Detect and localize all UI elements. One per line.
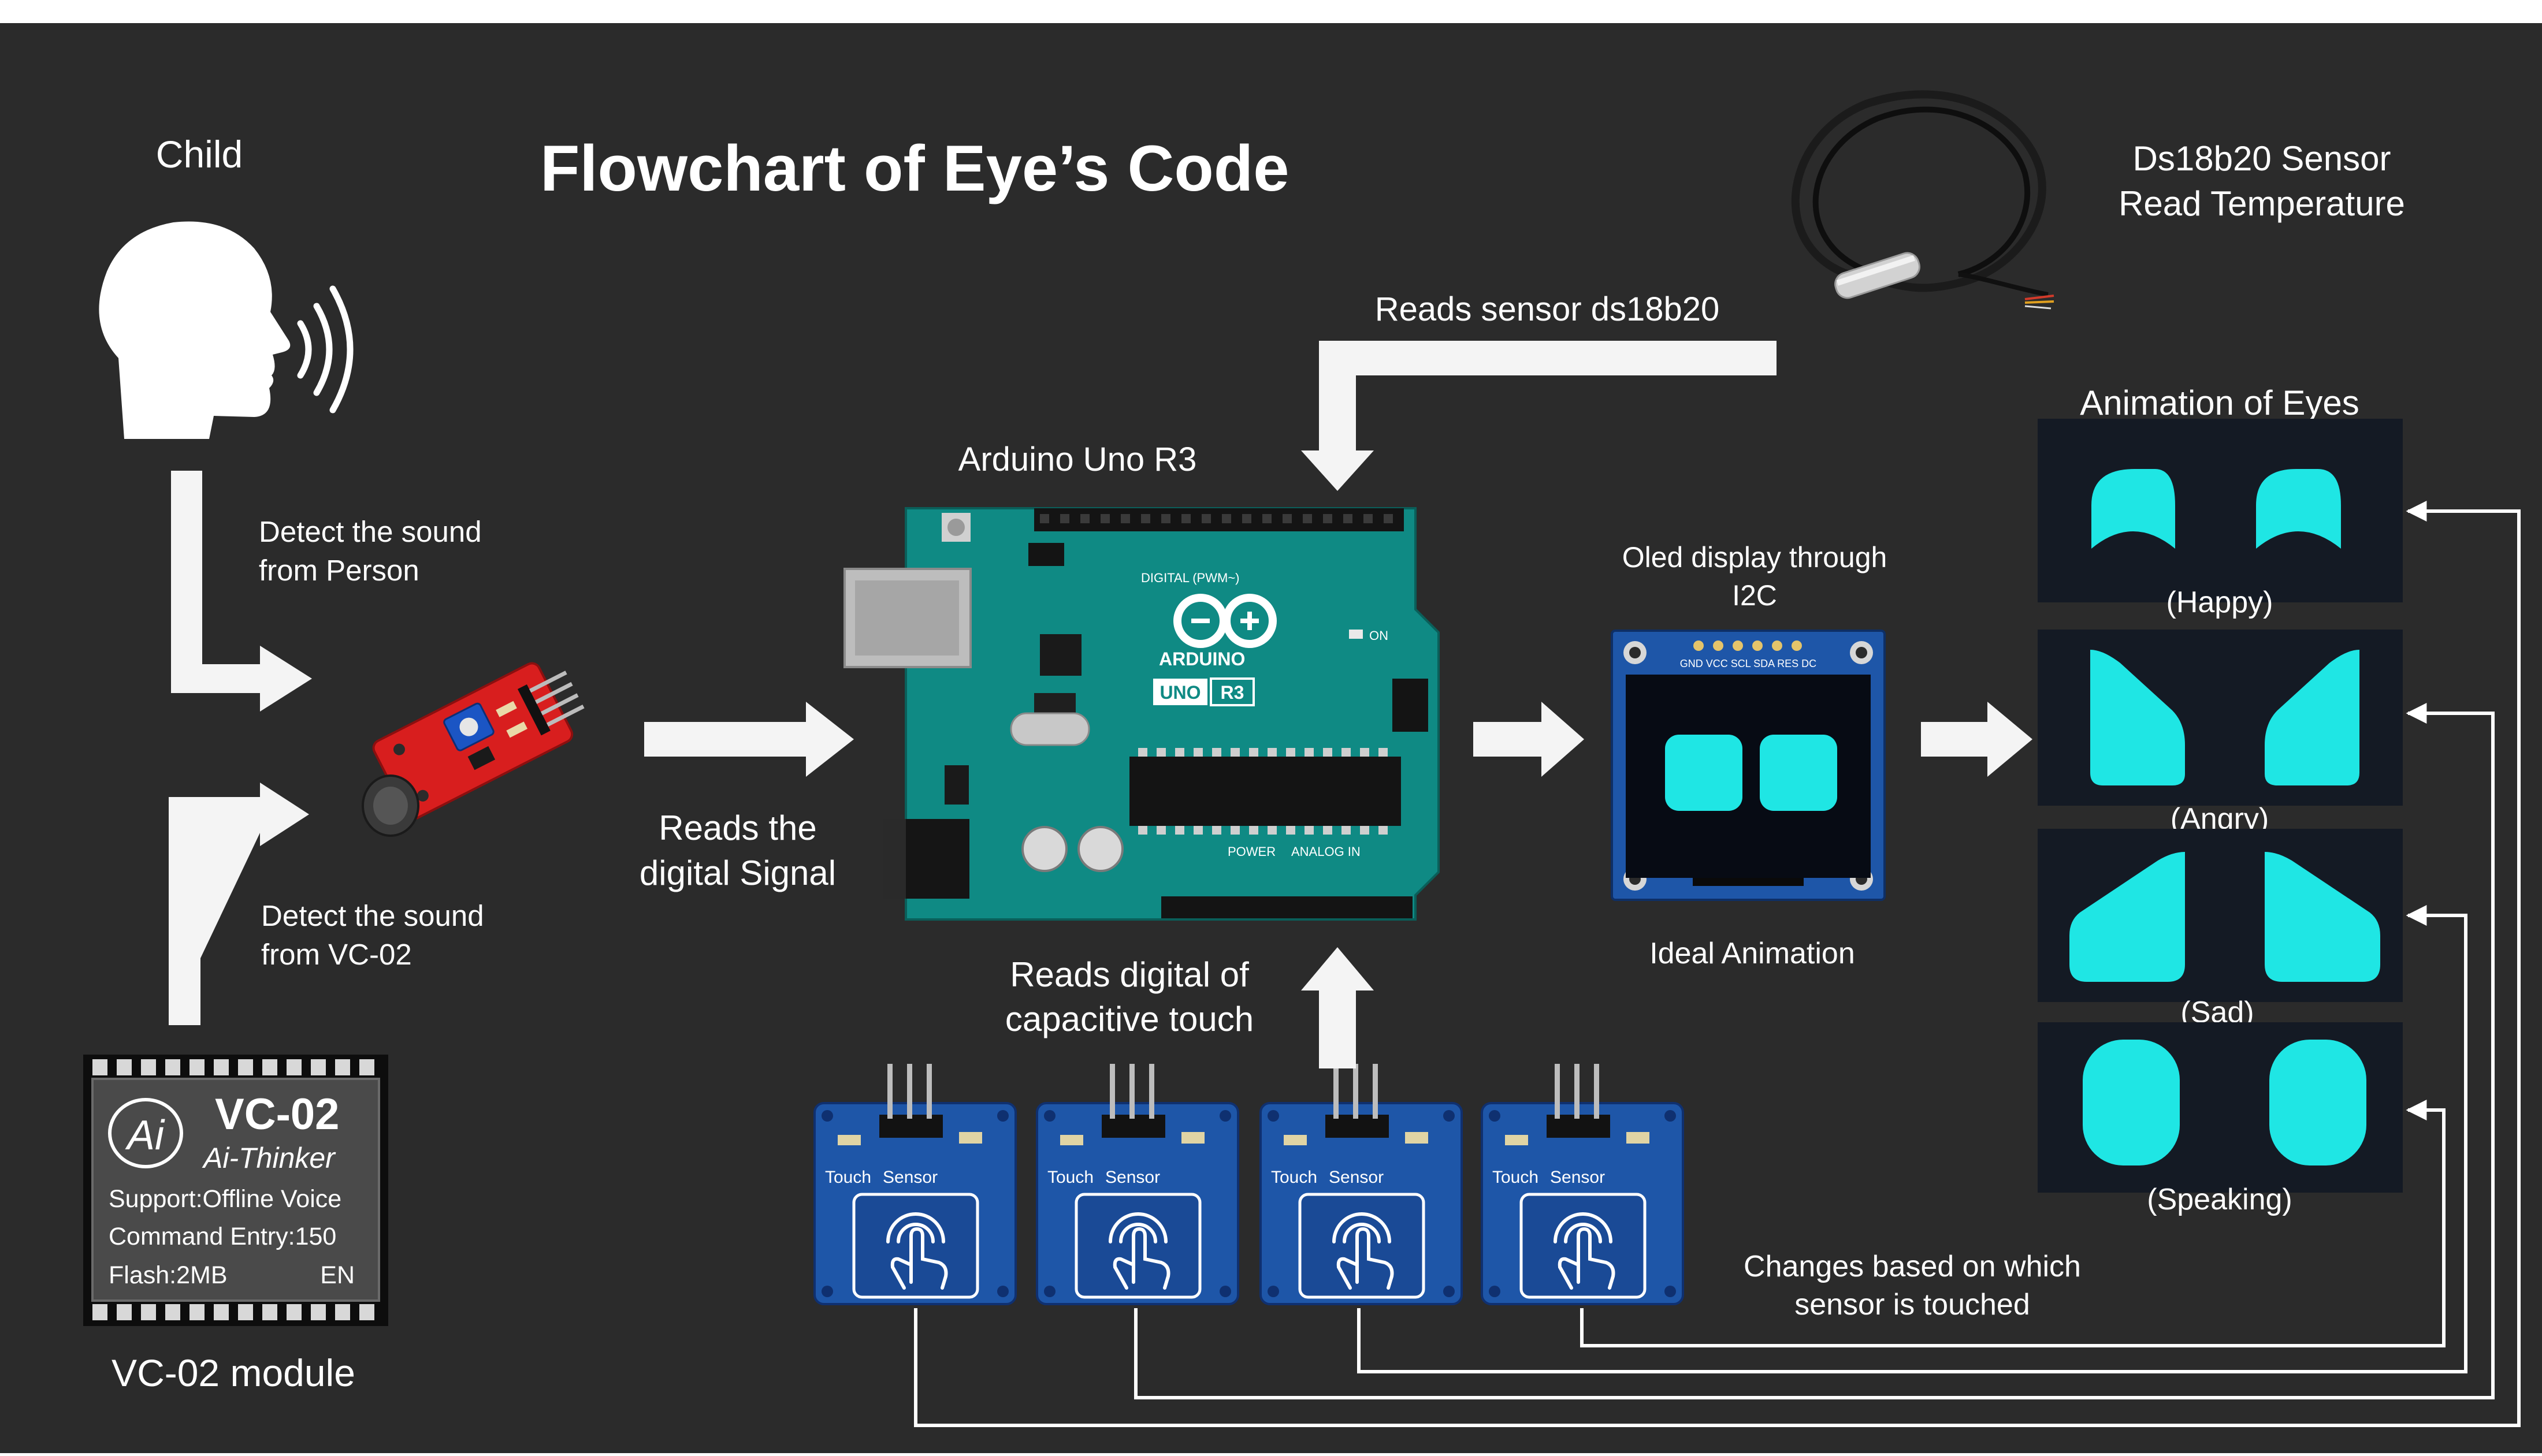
oled-label-line2: I2C	[1732, 579, 1777, 612]
r3-text: R3	[1221, 682, 1244, 703]
line-sensor1-to-happy	[914, 501, 2521, 1427]
vc02-flash: Flash:2MB	[109, 1261, 228, 1289]
touch-finger-icon	[886, 1212, 948, 1290]
touch-finger-icon	[1109, 1212, 1170, 1290]
touch-sensor-1: Touch Sensor	[813, 1064, 1017, 1305]
detect-person-line1: Detect the sound	[259, 515, 482, 548]
eye-panel-happy	[2038, 419, 2403, 602]
digital-label: DIGITAL (PWM~)	[1141, 571, 1240, 585]
arrow-arduino-to-oled	[1473, 702, 1584, 777]
digital-header	[1034, 508, 1404, 531]
touch-label-a: Touch	[1271, 1168, 1317, 1187]
vc02-brand: Ai-Thinker	[202, 1142, 336, 1174]
touch-finger-icon	[1332, 1212, 1394, 1290]
touch-sensor-3: Touch Sensor	[1259, 1064, 1463, 1305]
emotion-speaking-label: (Speaking)	[2147, 1183, 2292, 1216]
digital-header-pins	[1040, 514, 1393, 523]
sound-sensor-module	[362, 662, 585, 837]
vc02-support: Support:Offline Voice	[109, 1185, 341, 1213]
arrow-oled-to-eyes	[1921, 702, 2032, 777]
vc02-en: EN	[320, 1261, 355, 1289]
detect-vc-line1: Detect the sound	[261, 899, 484, 932]
touch-label-b: Sensor	[883, 1168, 938, 1187]
reads-touch-line2: capacitive touch	[1005, 1000, 1254, 1038]
changes-line2: sensor is touched	[1794, 1288, 2030, 1321]
changes-line1: Changes based on which	[1744, 1250, 2081, 1283]
reads-digital-line1: Reads the	[659, 809, 817, 847]
atmega-chip-pins	[1138, 748, 1388, 835]
oled-right-eye	[1760, 735, 1837, 811]
reads-digital-line2: digital Signal	[640, 854, 836, 892]
oled-display: GND VCC SCL SDA RES DC	[1611, 630, 1886, 901]
top-white-strip	[0, 0, 2542, 23]
touch-sensor-4: Touch Sensor	[1481, 1064, 1684, 1305]
line-sensor2-to-angry	[1134, 703, 2495, 1399]
arduino-uno-board: DIGITAL (PWM~) ARDUINO UNO R3 ON	[843, 507, 1440, 921]
child-label: Child	[156, 133, 243, 176]
arrow-ds18b20-to-arduino	[1301, 341, 1777, 491]
touch-label-a: Touch	[1492, 1168, 1538, 1187]
eye-panel-speaking	[2038, 1022, 2403, 1193]
touch-label-a: Touch	[1047, 1168, 1094, 1187]
uno-text: UNO	[1159, 682, 1201, 703]
vc02-pins-top	[92, 1059, 374, 1075]
vc02-logo-text: Ai	[125, 1112, 165, 1159]
detect-vc-line2: from VC-02	[261, 938, 412, 971]
arrow-touch-to-arduino	[1301, 947, 1374, 1068]
arduino-label: Arduino Uno R3	[958, 441, 1197, 478]
touch-label-a: Touch	[825, 1168, 871, 1187]
head-silhouette-icon	[99, 221, 291, 439]
analog-label: ANALOG IN	[1291, 844, 1361, 859]
power-header	[1161, 896, 1311, 918]
oled-pins	[1693, 641, 1802, 651]
atmega-chip	[1129, 757, 1401, 826]
vc02-module: Ai VC-02 Ai-Thinker Support:Offline Voic…	[83, 1055, 388, 1326]
line-sensor3-to-sad	[1357, 905, 2467, 1373]
vc02-pins-bottom	[92, 1304, 374, 1320]
vc02-name: VC-02	[215, 1090, 339, 1139]
arrow-vc02-to-mic-shaft	[169, 797, 260, 1025]
eye-panel-angry	[2038, 630, 2403, 806]
diagram-title: Flowchart of Eye’s Code	[540, 132, 1289, 204]
power-label: POWER	[1228, 844, 1276, 859]
animation-title: Animation of Eyes	[2080, 383, 2359, 422]
arduino-logo-icon	[1173, 594, 1277, 648]
reads-ds18b20-label: Reads sensor ds18b20	[1375, 291, 1720, 328]
vc02-command: Command Entry:150	[109, 1223, 336, 1250]
vc02-module-label: VC-02 module	[112, 1351, 355, 1394]
line-sensor4-to-speaking	[1580, 1100, 2446, 1347]
emotion-happy-label: (Happy)	[2166, 586, 2273, 619]
ideal-animation-label: Ideal Animation	[1649, 937, 1855, 970]
arduino-logo-word: ARDUINO	[1159, 649, 1245, 669]
ds18b20-action: Read Temperature	[2119, 184, 2405, 223]
on-led-label: ON	[1369, 628, 1388, 643]
touch-finger-icon	[1554, 1212, 1615, 1290]
touch-sensor-2: Touch Sensor	[1036, 1064, 1239, 1305]
arrow-child-to-mic	[171, 471, 312, 712]
touch-label-b: Sensor	[1550, 1168, 1605, 1187]
eye-panel-sad	[2038, 829, 2403, 1002]
touch-label-b: Sensor	[1329, 1168, 1384, 1187]
oled-pin-labels: GND VCC SCL SDA RES DC	[1680, 658, 1816, 669]
detect-person-line2: from Person	[259, 554, 419, 587]
ds18b20-name: Ds18b20 Sensor	[2133, 139, 2391, 178]
oled-left-eye	[1665, 735, 1742, 811]
temperature-probe-icon	[1791, 90, 2054, 310]
reads-touch-line1: Reads digital of	[1010, 955, 1249, 994]
arrow-mic-to-arduino	[644, 702, 854, 777]
oled-label-line1: Oled display through	[1622, 541, 1887, 574]
touch-sensors: Touch Sensor Touch Sensor Touch Sensor Touch Se…	[813, 1064, 1684, 1305]
feedback-lines	[914, 501, 2521, 1427]
arrow-vc02-to-mic-head	[169, 783, 309, 1025]
sound-waves-icon	[297, 285, 354, 414]
analog-header	[1291, 896, 1413, 918]
touch-label-b: Sensor	[1105, 1168, 1160, 1187]
